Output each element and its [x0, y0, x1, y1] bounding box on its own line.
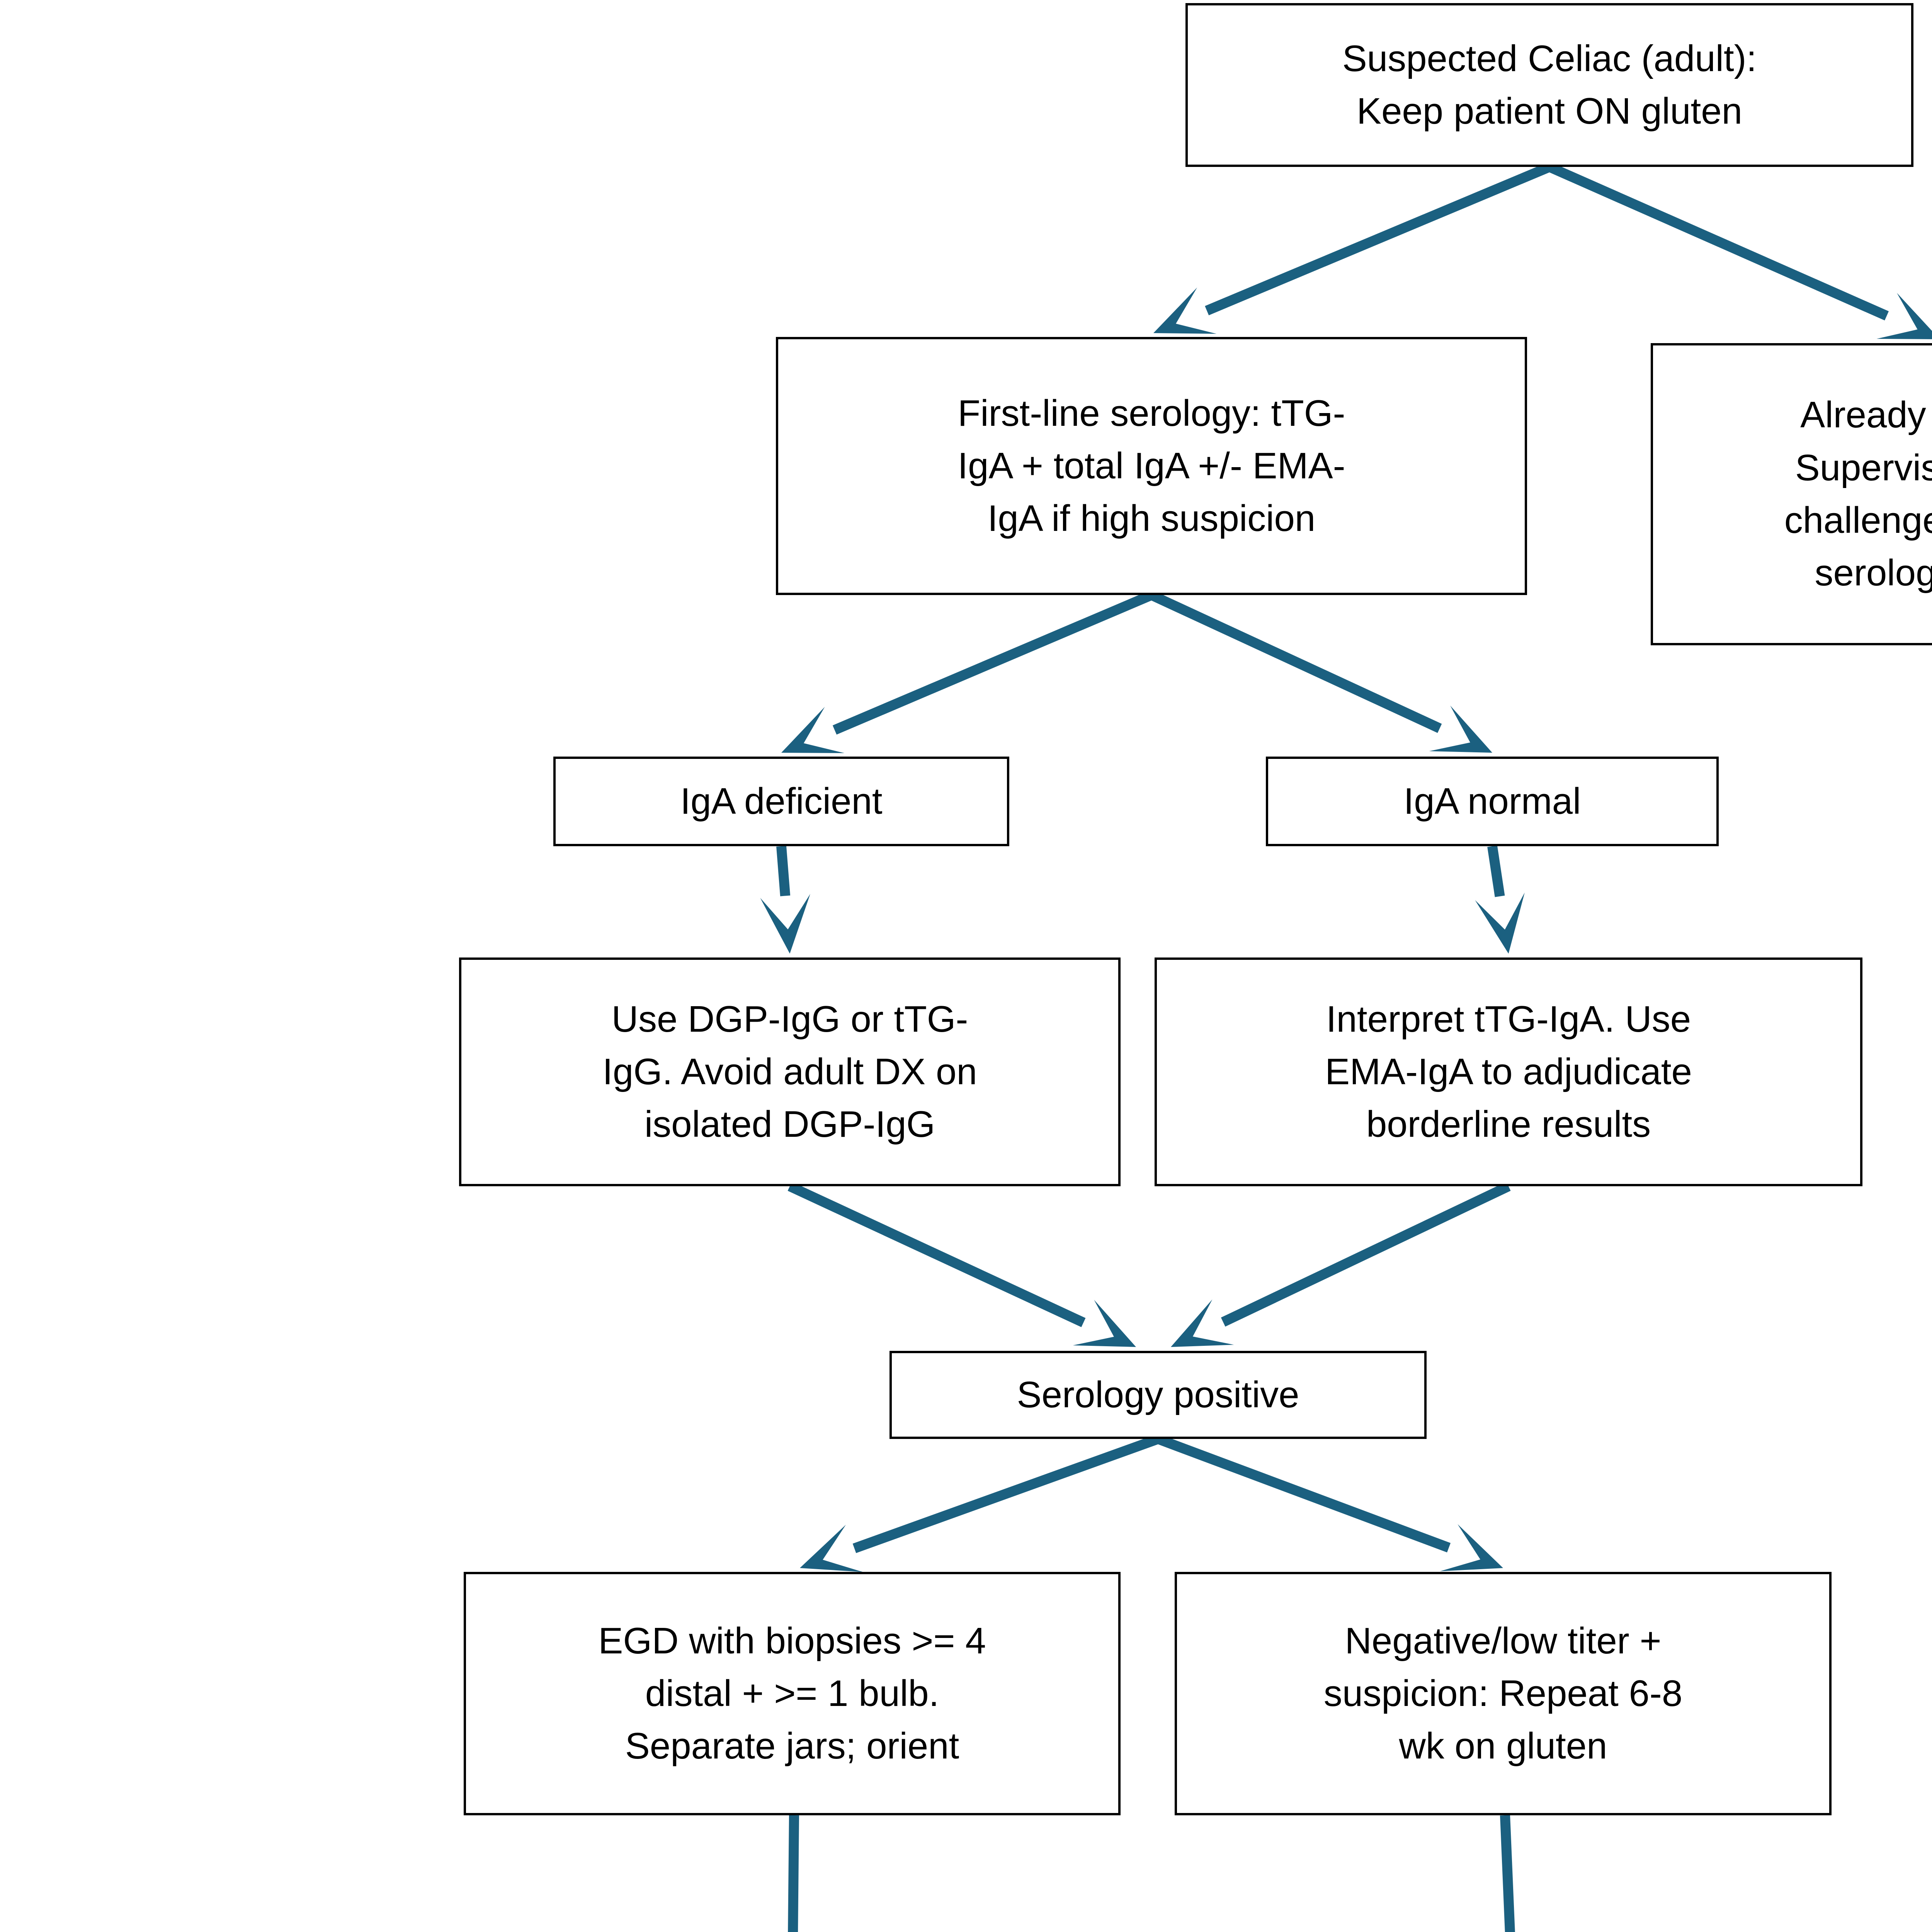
flow-edge-edge-serology-positive-to-egd	[800, 1434, 1160, 1572]
flow-node-label-line: IgA deficient	[680, 780, 883, 822]
flow-edge-shaft	[1547, 162, 1889, 321]
flow-edge-arrowhead	[1876, 293, 1932, 339]
flow-node-label-line: serology/biopsy	[1815, 552, 1932, 594]
flow-edge-arrowhead	[1171, 1299, 1234, 1347]
flow-node-label-line: isolated DGP-IgG	[644, 1104, 935, 1145]
flow-edge-arrowhead	[760, 894, 810, 954]
flow-node-label-line: challenge -> repeat	[1784, 500, 1932, 541]
flow-node-already-on-gfd[interactable]: Already on GFD? Supervised gluten challeng…	[1651, 343, 1932, 645]
flow-edge-shaft	[787, 1182, 1086, 1327]
flow-node-first-line-serology[interactable]: First-line serology: tTG- IgA + total IgA…	[776, 337, 1527, 595]
flow-node-label-line: IgA normal	[1403, 780, 1581, 822]
flow-node-negative-low-titer[interactable]: Negative/low titer + suspicion: Repeat 6-…	[1175, 1572, 1832, 1815]
flow-node-label-line: borderline results	[1366, 1104, 1651, 1145]
flow-node-label-line: Suspected Celiac (adult):	[1342, 37, 1757, 79]
flow-edge-arrowhead	[1073, 1299, 1136, 1347]
flow-edge-arrowhead	[1440, 1524, 1503, 1571]
flow-edge-shaft	[776, 845, 791, 896]
flow-node-label-line: Serology positive	[1017, 1374, 1299, 1415]
flow-node-label-line: First-line serology: tTG-	[957, 392, 1345, 434]
flow-node-label-line: Keep patient ON gluten	[1356, 90, 1742, 132]
flow-edge-edge-suspected-to-serology	[1153, 162, 1552, 334]
flow-node-label-line: IgA + total IgA +/- EMA-	[957, 445, 1345, 486]
flow-node-label-line: Interpret tTG-IgA. Use	[1326, 998, 1691, 1040]
flow-edge-shaft	[1156, 1434, 1451, 1553]
flow-node-label-line: Separate jars; orient	[625, 1725, 959, 1767]
flow-node-label-line: Supervised gluten	[1795, 447, 1932, 488]
flow-node-label-line: distal + >= 1 bulb.	[645, 1672, 939, 1714]
flow-edge-shaft	[852, 1434, 1160, 1553]
flow-edge-edge-suspected-to-gfd	[1547, 162, 1932, 339]
flow-edge-arrowhead	[781, 707, 845, 753]
flow-node-label-line: Already on GFD?	[1800, 394, 1932, 436]
flow-edge-arrowhead	[1429, 706, 1492, 753]
flow-edge-arrowhead	[1153, 287, 1217, 334]
flow-edge-shaft	[1500, 1815, 1515, 1932]
flow-node-egd-with-biopsies[interactable]: EGD with biopsies >= 4 distal + >= 1 bulb…	[464, 1572, 1121, 1815]
flow-node-suspected-celiac[interactable]: Suspected Celiac (adult): Keep patient ON…	[1185, 3, 1913, 167]
flow-node-label-line: EMA-IgA to adjudicate	[1325, 1051, 1692, 1092]
flow-edge-arrowhead	[1475, 892, 1525, 954]
flow-edge-shaft	[1205, 162, 1552, 315]
flow-node-label-line: suspicion: Repeat 6-8	[1323, 1672, 1683, 1714]
flow-node-serology-positive[interactable]: Serology positive	[889, 1351, 1427, 1439]
flow-node-label-line: Negative/low titer +	[1345, 1620, 1662, 1662]
flow-node-label-line: EGD with biopsies >= 4	[598, 1620, 986, 1662]
flow-node-use-dgp-igg[interactable]: Use DGP-IgG or tTG- IgG. Avoid adult DX o…	[459, 957, 1121, 1186]
flow-node-label-line: Use DGP-IgG or tTG-	[611, 998, 968, 1040]
flow-edge-edge-serology-to-iga-deficient	[781, 590, 1154, 753]
flow-edge-edge-iga-deficient-to-dgp	[760, 845, 810, 954]
flow-edge-edge-serology-positive-to-negative	[1156, 1434, 1503, 1571]
flow-edge-shaft	[788, 1815, 799, 1932]
flow-edge-edge-serology-to-iga-normal	[1149, 590, 1492, 753]
flow-edge-shaft	[1487, 845, 1505, 897]
flow-edge-shaft	[832, 590, 1154, 735]
flow-node-label-line: IgG. Avoid adult DX on	[602, 1051, 977, 1092]
flow-edge-shaft	[1149, 590, 1442, 733]
flow-node-iga-normal[interactable]: IgA normal	[1266, 757, 1719, 846]
flow-node-label-line: wk on gluten	[1399, 1725, 1607, 1767]
flow-edge-edge-egd-to-villous	[788, 1815, 799, 1932]
flow-edge-shaft	[1221, 1182, 1511, 1327]
flow-edge-arrowhead	[800, 1525, 863, 1572]
flow-node-label-line: IgA if high suspicion	[987, 498, 1316, 539]
flow-edge-edge-dgp-to-serology-positive	[787, 1182, 1136, 1347]
flow-edge-edge-interpret-to-serology-positive	[1171, 1182, 1511, 1347]
flow-node-iga-deficient[interactable]: IgA deficient	[553, 757, 1009, 846]
flow-edge-edge-negative-to-hla	[1500, 1815, 1515, 1932]
flow-edge-edge-iga-normal-to-interpret	[1475, 845, 1525, 954]
